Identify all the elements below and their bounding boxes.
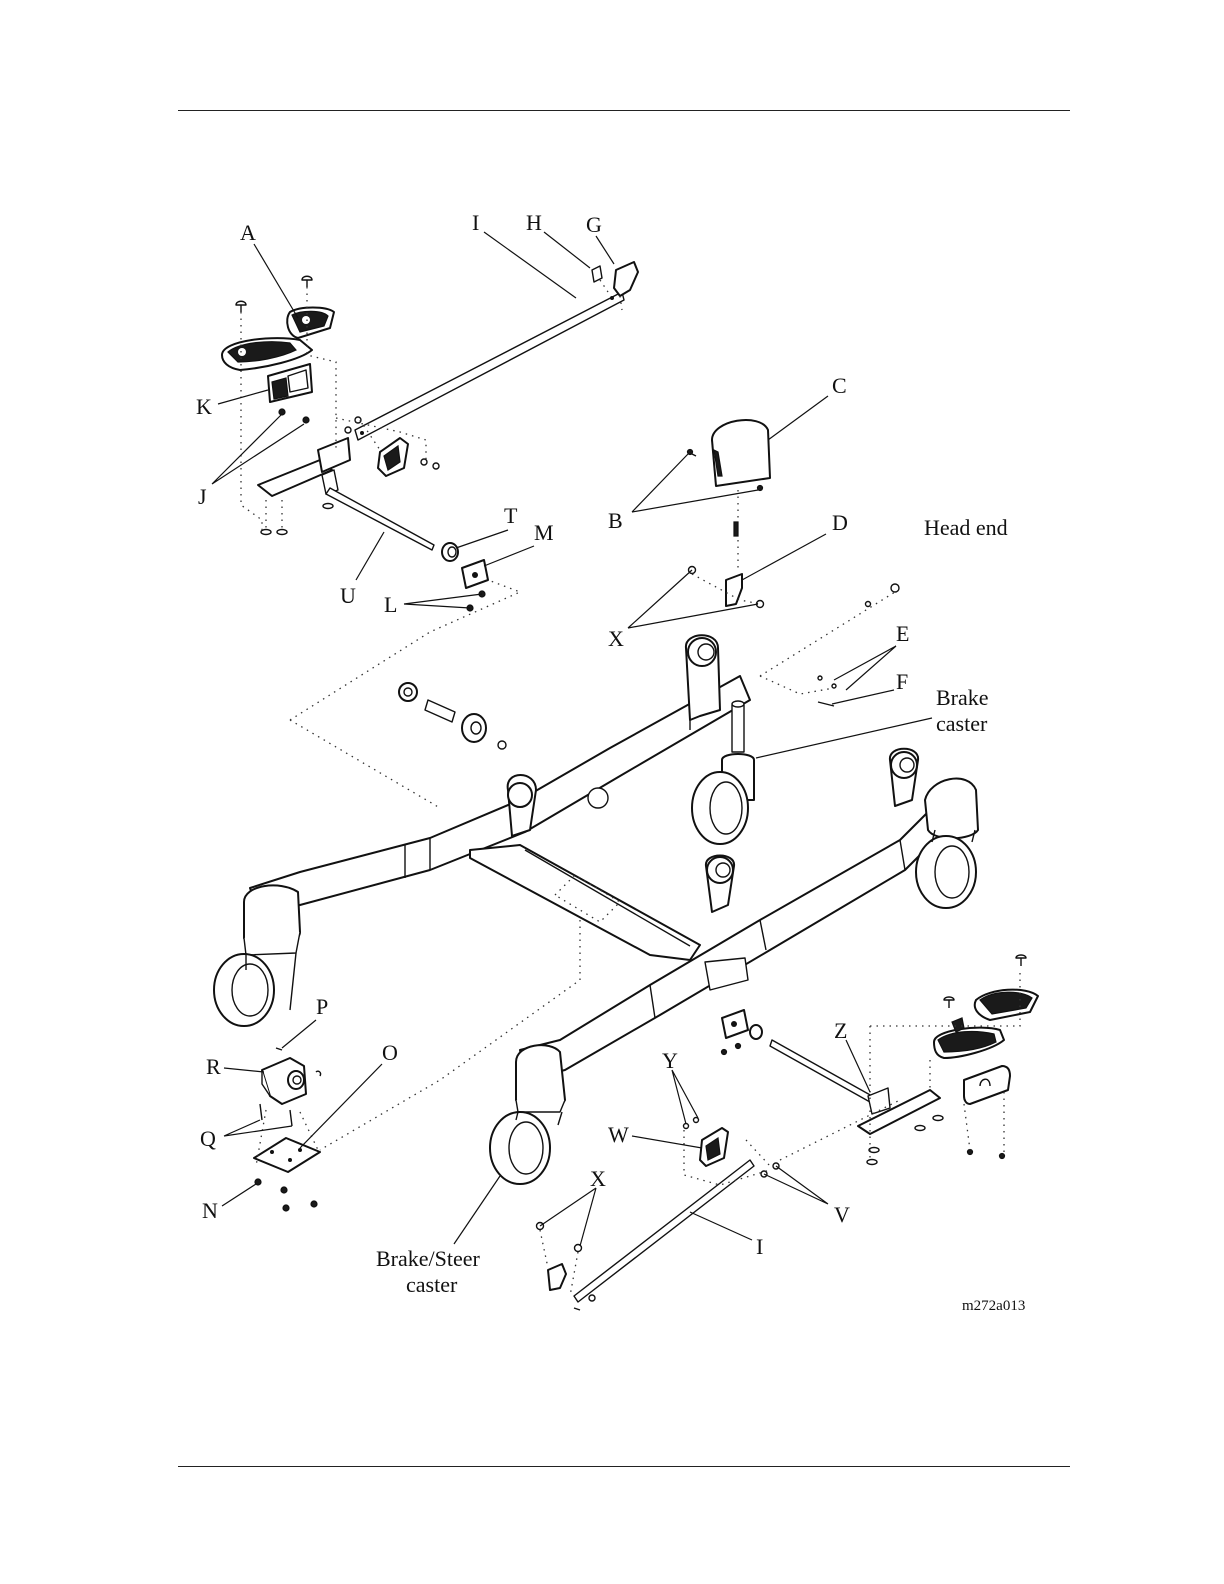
label-x-bottom: X <box>590 1166 606 1191</box>
label-q: Q <box>200 1126 216 1151</box>
label-w: W <box>608 1122 629 1147</box>
label-u: U <box>340 583 356 608</box>
brake-steer-caster-label-line1: Brake/Steer <box>376 1246 481 1271</box>
label-p: P <box>316 994 328 1019</box>
brake-steer-caster-label-line2: caster <box>406 1272 458 1297</box>
figure-id: m272a013 <box>962 1298 1025 1314</box>
label-f: F <box>896 669 908 694</box>
label-i-top: I <box>472 210 479 235</box>
label-d: D <box>832 510 848 535</box>
brake-caster-label-line1: Brake <box>936 685 989 710</box>
label-y: Y <box>662 1048 678 1073</box>
label-v: V <box>834 1202 850 1227</box>
base-frame <box>244 635 978 1112</box>
label-m: M <box>534 520 554 545</box>
brake-caster-label-line2: caster <box>936 711 988 736</box>
label-i-bottom: I <box>756 1234 763 1259</box>
label-a: A <box>240 220 256 245</box>
label-c: C <box>832 373 847 398</box>
label-g: G <box>586 212 602 237</box>
label-l: L <box>384 592 397 617</box>
top-exploded-parts <box>222 262 899 749</box>
label-h: H <box>526 210 542 235</box>
head-end-label: Head end <box>924 515 1008 540</box>
label-x-top: X <box>608 626 624 651</box>
label-b: B <box>608 508 623 533</box>
label-t: T <box>504 503 518 528</box>
label-j: J <box>198 484 207 509</box>
leader-lines <box>212 232 932 1246</box>
label-r: R <box>206 1054 221 1079</box>
label-n: N <box>202 1198 218 1223</box>
label-o: O <box>382 1040 398 1065</box>
label-e: E <box>896 621 909 646</box>
label-z: Z <box>834 1018 847 1043</box>
label-k: K <box>196 394 212 419</box>
